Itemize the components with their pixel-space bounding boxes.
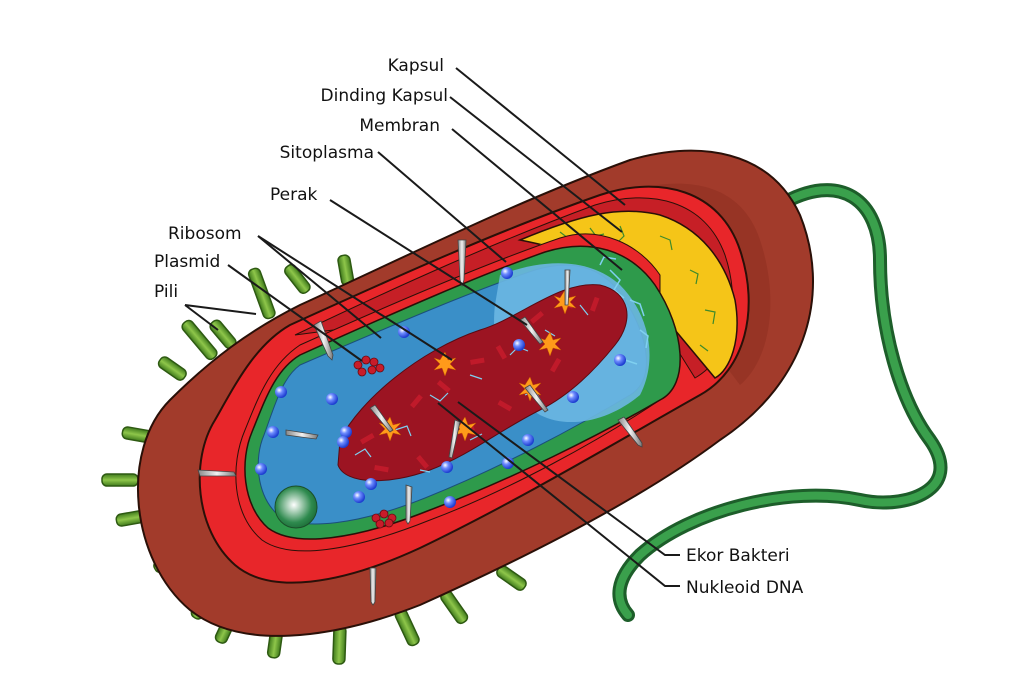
- label-nukleoid-dna: Nukleoid DNA: [686, 578, 804, 598]
- label-perak: Perak: [270, 185, 318, 205]
- leader-lines: [184, 67, 680, 587]
- label-plasmid: Plasmid: [154, 252, 221, 272]
- storage-granule: [274, 485, 318, 529]
- label-dinding-kapsul: Dinding Kapsul: [320, 86, 448, 106]
- label-membran: Membran: [359, 116, 440, 136]
- label-ekor-bakteri: Ekor Bakteri: [686, 546, 790, 566]
- label-ribosom: Ribosom: [168, 224, 242, 244]
- label-pili: Pili: [154, 282, 179, 302]
- plasmid: [353, 355, 385, 377]
- label-sitoplasma: Sitoplasma: [279, 143, 374, 163]
- plasmid-2: [371, 509, 397, 529]
- label-kapsul: Kapsul: [387, 56, 444, 76]
- spikes: [197, 239, 643, 606]
- ribosomes: [255, 267, 626, 508]
